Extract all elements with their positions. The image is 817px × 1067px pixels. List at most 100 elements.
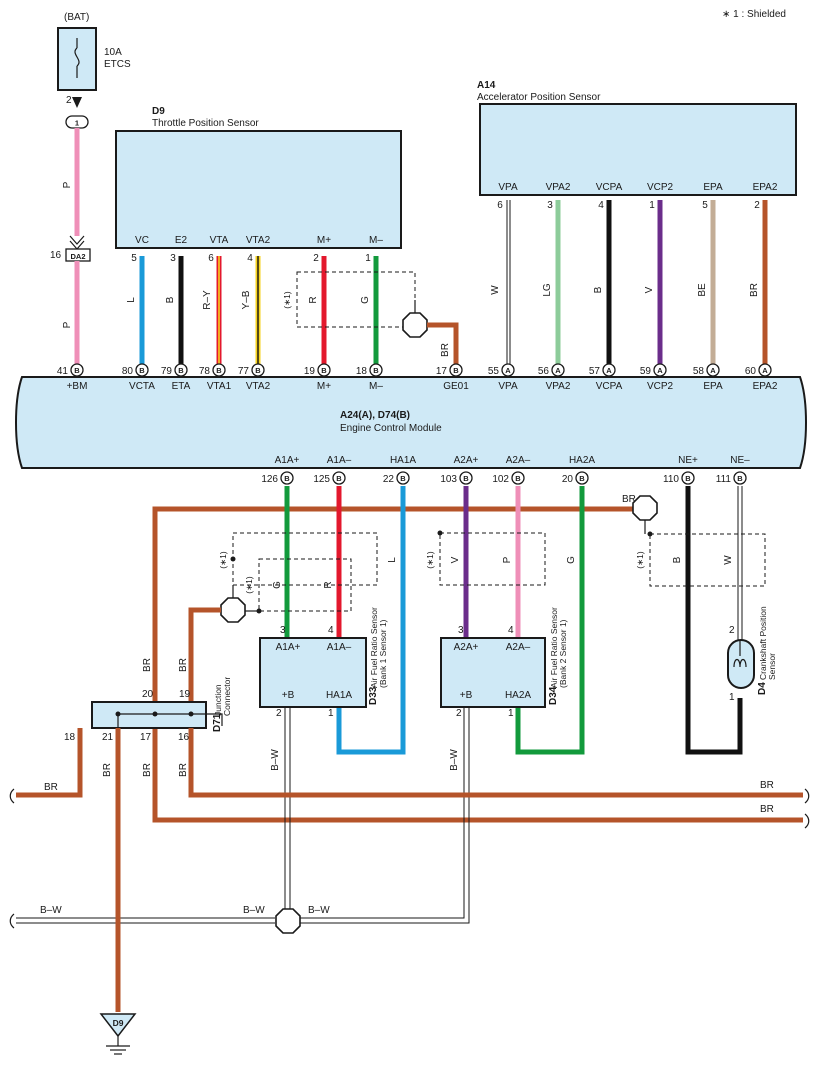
fuse-pin: 2 (66, 95, 72, 106)
d9-code: D9 (152, 106, 165, 117)
svg-text:DA2: DA2 (70, 252, 85, 261)
d4-sensor (727, 639, 755, 689)
ecm-top-pins: B41+BMB80VCTAB79ETAB78VTA1B77VTA2B19M+B1… (57, 363, 778, 392)
wire-label-w2: W (723, 555, 734, 565)
a14-code: A14 (477, 80, 496, 91)
svg-text:D9: D9 (113, 1018, 124, 1028)
svg-text:A1A+: A1A+ (276, 642, 301, 653)
wire-label-br-18: BR (44, 782, 58, 793)
ecm-bottom-pin-num: 110 (663, 474, 679, 485)
ecm-bottom-pin (733, 471, 747, 485)
wire-label-be: BE (697, 283, 708, 297)
d9-shield-dashed (296, 271, 416, 328)
ecm-bottom-pin-letter: B (336, 474, 342, 483)
ecm-top-pin-num: 17 (436, 366, 448, 377)
ecm-bottom-pin (332, 471, 346, 485)
ecm-bottom-pin (681, 471, 695, 485)
d4-name: Crankshaft Position (758, 606, 768, 680)
ecm-name: Engine Control Module (340, 423, 442, 434)
ecm-top-pin-letter: B (321, 366, 327, 375)
d9-pin-label: M– (369, 235, 383, 246)
wire-label-r1: R (308, 296, 319, 303)
wire-label-g3: G (566, 556, 577, 564)
ecm-top-pin-label: VPA (498, 381, 518, 392)
ne-shield (649, 533, 766, 587)
svg-text:21: 21 (102, 732, 114, 743)
wire-label-br-right1: BR (760, 780, 774, 791)
ecm-top-pin-num: 78 (199, 366, 211, 377)
svg-text:17: 17 (140, 732, 152, 743)
wire-label-p2: P (62, 321, 73, 328)
a14-pin-num: 1 (649, 200, 655, 211)
d9-pin-label: VTA (210, 235, 229, 246)
wire-label-br-j20: BR (142, 658, 153, 672)
shielded-note: ∗ 1 : Shielded (722, 9, 786, 20)
wire-label-b3: B (672, 556, 683, 563)
bw-splice (275, 908, 301, 934)
ecm-bottom-pin-letter: B (579, 474, 585, 483)
ecm-top-pin-label: VCP2 (647, 381, 674, 392)
ecm-top-pin-num: 57 (589, 366, 601, 377)
d9-name: Throttle Position Sensor (152, 118, 259, 129)
ecm-top-pin-label: M– (369, 381, 383, 392)
svg-text:+B: +B (460, 690, 473, 701)
ne-shield-label: (∗1) (635, 551, 645, 569)
a14-pin-label: VCP2 (647, 182, 674, 193)
ecm-top-pin-letter: B (216, 366, 222, 375)
ecm-top-pin-letter: B (453, 366, 459, 375)
a14-pin-label: EPA2 (753, 182, 778, 193)
svg-text:2: 2 (456, 708, 462, 719)
wire-label-w1: W (490, 285, 501, 295)
d34-sensor-box (440, 637, 546, 708)
wire-br-junction-19 (188, 607, 221, 705)
a14-pin-label: VPA2 (546, 182, 571, 193)
wire-label-b1: B (165, 296, 176, 303)
d9-pin-num: 6 (208, 253, 214, 264)
ecm-bottom-pin-num: 125 (313, 474, 330, 485)
ecm-top-pin-label: VCTA (129, 381, 155, 392)
ecm-top-pin-num: 79 (161, 366, 173, 377)
wire-ha1a-l (336, 486, 406, 755)
ecm-top-pin (251, 363, 265, 377)
d9-sensor-box (115, 130, 402, 249)
ecm-top-pin-letter: B (373, 366, 379, 375)
d33-shield-label2: (∗1) (244, 576, 254, 594)
wire-label-br-top: BR (622, 494, 636, 505)
ecm-top-pin-letter: A (606, 366, 612, 375)
ecm-top-pin-num: 59 (640, 366, 652, 377)
break-mark-icon (9, 913, 15, 929)
ecm-top-pin-num: 41 (57, 366, 69, 377)
ecm-bottom-pin-num: 126 (261, 474, 278, 485)
svg-text:19: 19 (179, 689, 191, 700)
fuse-bat-label: (BAT) (64, 12, 89, 23)
ecm-top-pin (602, 363, 616, 377)
d4-name2: Sensor (767, 653, 777, 680)
ecm-top-pin-letter: A (555, 366, 561, 375)
d33-shield-inner (258, 558, 352, 612)
d71-code: D71 (212, 713, 223, 732)
wire-label-r2: R (323, 581, 334, 588)
d9-pin-label: VTA2 (246, 235, 271, 246)
wire-label-b2: B (593, 286, 604, 293)
ecm-top-pin-letter: B (139, 366, 145, 375)
wire-label-br-epa2: BR (749, 283, 760, 297)
wire-ge01-br (427, 322, 459, 364)
ecm-bottom-pin-label: HA1A (390, 455, 416, 466)
d4-code: D4 (757, 682, 768, 695)
wire-label-v1: V (644, 286, 655, 293)
d71-name2: Connector (222, 677, 232, 716)
ecm-top-pin-label: VTA2 (246, 381, 271, 392)
ground-d9 (99, 1013, 137, 1038)
ecm-bottom-pin-label: A1A– (327, 455, 352, 466)
a14-pin-num: 4 (598, 200, 604, 211)
connector-arrow-icon (72, 97, 82, 108)
d9-pin-label: VC (135, 235, 149, 246)
d9-pin-label: M+ (317, 235, 331, 246)
fuse-icon (74, 47, 80, 67)
ecm-bottom-pin-letter: B (737, 474, 743, 483)
svg-text:4: 4 (508, 625, 514, 636)
d9-pin-num: 3 (170, 253, 176, 264)
ecm-bottom-pin-label: HA2A (569, 455, 595, 466)
